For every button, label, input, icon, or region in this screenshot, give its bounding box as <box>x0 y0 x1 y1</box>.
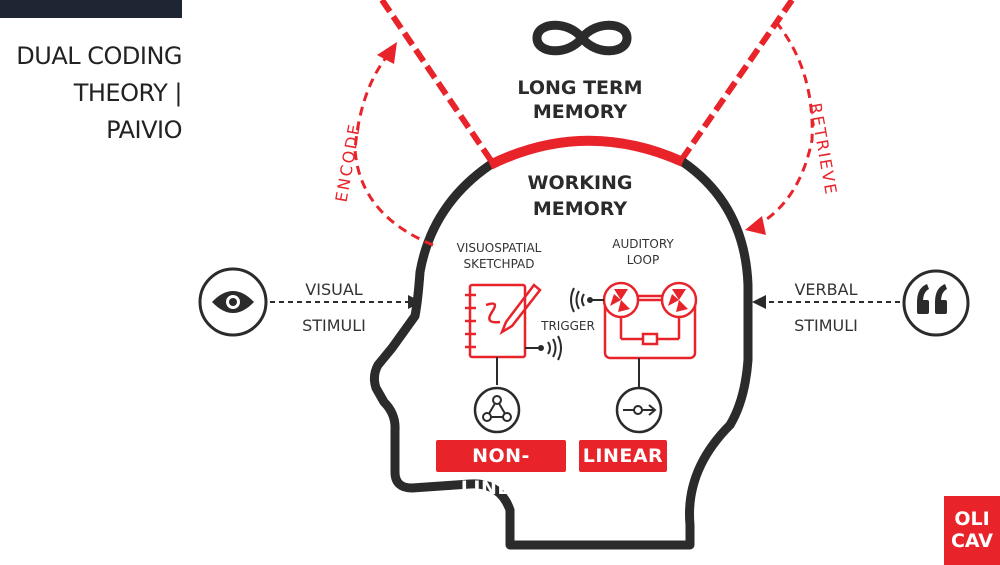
ltm-line-2: MEMORY <box>532 101 628 123</box>
non-linear-badge: NON-LINEAR <box>436 440 566 499</box>
wm-line-1: WORKING <box>527 172 633 194</box>
verbal-stimuli-arrow-head <box>752 295 766 309</box>
verbal-line-1: VERBAL <box>794 280 858 299</box>
infinity-icon <box>532 20 632 56</box>
quote-icon <box>917 284 947 314</box>
visual-line-1: VISUAL <box>305 280 363 299</box>
retrieve-arrow <box>757 21 814 227</box>
linear-badge: LINEAR <box>579 440 667 472</box>
head-outline <box>369 136 753 550</box>
sound-wave-icon-left <box>570 287 585 313</box>
trigger-label: TRIGGER <box>541 319 595 333</box>
sketchpad-icon <box>465 283 542 359</box>
working-memory-label: WORKING MEMORY <box>520 170 640 222</box>
ltm-line-1: LONG TERM <box>517 77 643 99</box>
visual-stimuli-label: VISUAL STIMULI <box>288 272 380 344</box>
eye-icon-circle <box>198 267 268 337</box>
visuospatial-sketchpad-label: VISUOSPATIAL SKETCHPAD <box>445 240 553 272</box>
network-icon <box>482 395 512 422</box>
verbal-stimuli-label: VERBAL STIMULI <box>782 272 870 344</box>
visual-stimuli-arrow-head <box>408 295 422 309</box>
ltm-connector-left <box>379 0 495 164</box>
auditory-line-2: LOOP <box>626 253 660 267</box>
eye-icon <box>212 291 254 313</box>
visuospatial-line-2: SKETCHPAD <box>463 257 535 271</box>
tape-reel-spokes <box>610 289 688 312</box>
logo-line-2: CAV <box>950 530 994 552</box>
verbal-line-2: STIMULI <box>794 316 858 335</box>
top-bar <box>0 0 182 18</box>
auditory-line-1: AUDITORY <box>612 237 674 251</box>
encode-arrow <box>353 54 434 247</box>
linear-flow-icon-circle <box>615 386 663 434</box>
wm-line-2: MEMORY <box>532 198 628 220</box>
olicav-logo: OLI CAV <box>944 496 1000 565</box>
linear-flow-icon <box>623 404 657 416</box>
logo-line-1: OLI <box>954 508 990 530</box>
sound-wave-icon-right <box>547 335 562 361</box>
auditory-trigger-dot <box>587 297 593 303</box>
encode-arrow-head <box>377 42 397 64</box>
auditory-loop-label: AUDITORY LOOP <box>598 236 688 268</box>
ltm-connector-right <box>677 0 795 164</box>
visuospatial-line-1: VISUOSPATIAL <box>456 241 542 255</box>
sketchpad-trigger-dot <box>538 345 544 351</box>
head-top-accent <box>487 135 686 170</box>
network-icon-circle <box>473 386 521 434</box>
title-line-1: DUAL CODING <box>16 42 182 70</box>
page-title: DUAL CODING THEORY | PAIVIO <box>0 38 182 149</box>
title-line-2: THEORY | PAIVIO <box>73 79 183 144</box>
long-term-memory-label: LONG TERM MEMORY <box>510 76 650 124</box>
visual-line-2: STIMULI <box>302 316 366 335</box>
retrieve-arrow-head <box>745 216 766 235</box>
quote-icon-circle <box>902 269 970 337</box>
